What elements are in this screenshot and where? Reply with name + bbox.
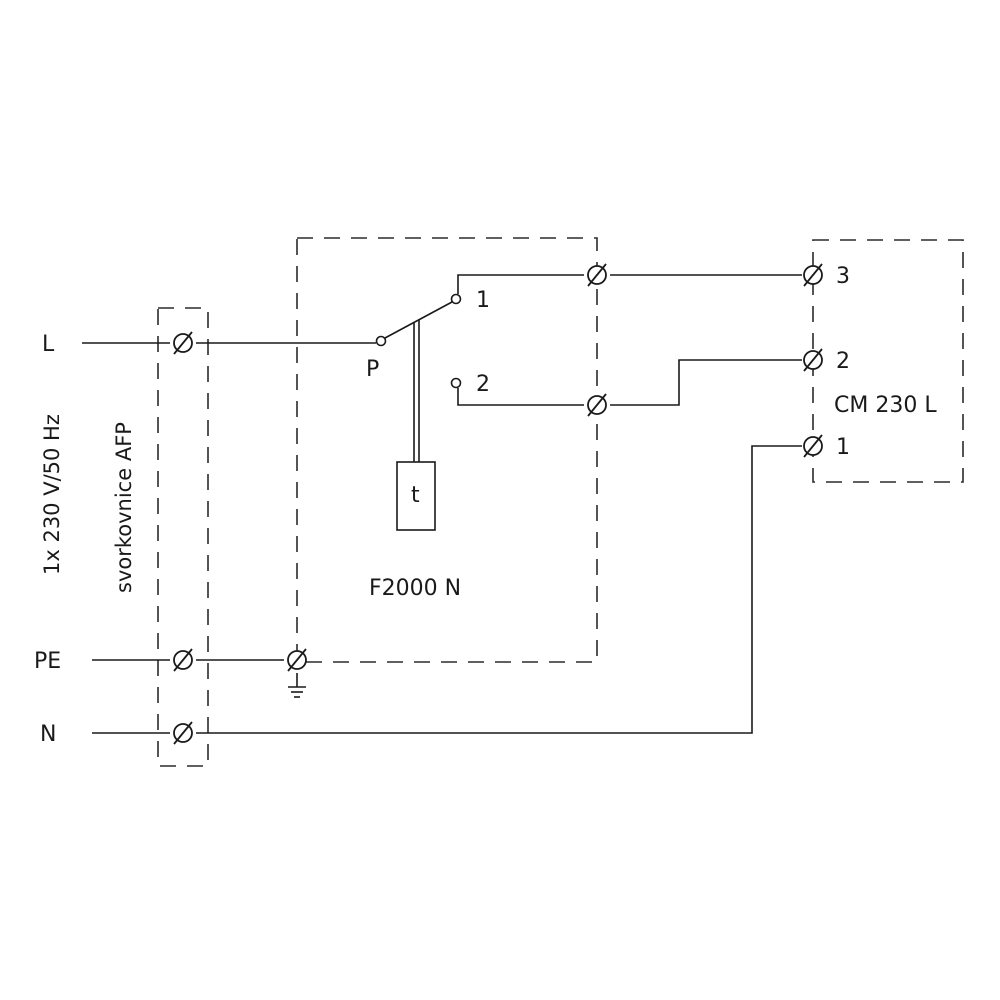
thermostat-label: F2000 N: [369, 576, 461, 601]
neutral-label: N: [40, 722, 56, 747]
pe-label: PE: [34, 649, 61, 674]
wire-contact1-to-terminal3: [457, 274, 584, 294]
terminal-afp-line-icon: [173, 331, 193, 355]
actuator-terminal-2-label: 2: [836, 349, 850, 374]
contact-1-icon: [450, 293, 462, 305]
actuator-terminal-1-label: 1: [836, 435, 850, 460]
terminal-actuator-1-icon: [803, 434, 823, 458]
sensor-label: t: [411, 483, 420, 508]
terminal-block-label: svorkovnice AFP: [112, 422, 136, 593]
wires: [82, 274, 802, 734]
contact-2-label: 2: [476, 372, 490, 397]
terminal-thermostat-out1-icon: [587, 263, 607, 287]
wire-contact2-to-terminal2: [457, 388, 584, 406]
wire-terminal-to-cm2: [610, 359, 802, 406]
contact-1-label: 1: [476, 288, 490, 313]
terminal-thermostat-out2-icon: [587, 393, 607, 417]
contact-p-icon: [375, 335, 387, 347]
line-label: L: [42, 332, 55, 357]
temperature-sensor-box: [396, 461, 436, 531]
ground-icon: [288, 673, 306, 698]
terminal-actuator-2-icon: [803, 348, 823, 372]
terminal-actuator-3-icon: [803, 263, 823, 287]
terminal-afp-neutral-icon: [173, 721, 193, 745]
terminal-block-enclosure: [157, 307, 209, 767]
thermostat-enclosure: [296, 237, 598, 663]
contact-p-label: P: [366, 357, 379, 382]
actuator-terminal-3-label: 3: [836, 264, 850, 289]
actuator-label: CM 230 L: [834, 393, 937, 418]
terminal-afp-pe-icon: [173, 648, 193, 672]
wire-neutral-to-cm1: [196, 445, 802, 734]
contact-2-icon: [450, 377, 462, 389]
supply-spec-label: 1x 230 V/50 Hz: [40, 414, 64, 575]
terminal-thermostat-pe-icon: [287, 648, 307, 672]
